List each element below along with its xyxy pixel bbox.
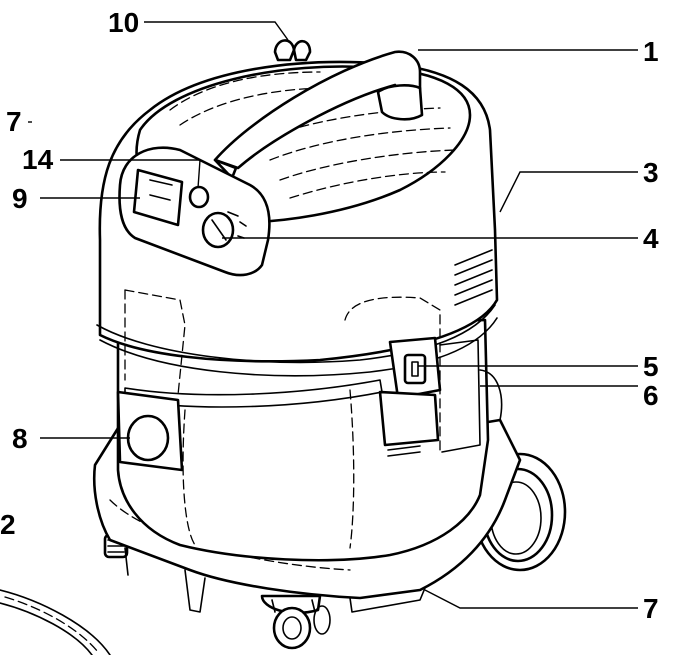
- callout-2: 2: [0, 509, 16, 540]
- callout-9: 9: [12, 183, 28, 214]
- callout-8: 8: [12, 423, 28, 454]
- callout-1: 1: [643, 36, 659, 67]
- callout-labels: 10 1 7 14 3 9 4 5 6 8 2 7: [0, 7, 659, 624]
- callout-14: 14: [22, 144, 54, 175]
- front-caster: [260, 594, 331, 650]
- callout-7-top: 7: [6, 106, 22, 137]
- callout-6: 6: [643, 380, 659, 411]
- control-panel: [118, 146, 271, 277]
- carry-handle: [213, 50, 424, 180]
- side-panel-left: [124, 289, 186, 396]
- callout-5: 5: [643, 351, 659, 382]
- container-latch: [344, 296, 503, 457]
- vent-slots: [454, 249, 493, 306]
- leader-lines: [28, 21, 638, 609]
- callout-7-bottom: 7: [643, 593, 659, 624]
- callout-10: 10: [108, 7, 139, 38]
- hose-outline: [0, 589, 111, 656]
- hose-hooks: [273, 39, 312, 62]
- callout-4: 4: [643, 223, 659, 254]
- hose-inlet: [116, 390, 184, 472]
- callout-3: 3: [643, 157, 659, 188]
